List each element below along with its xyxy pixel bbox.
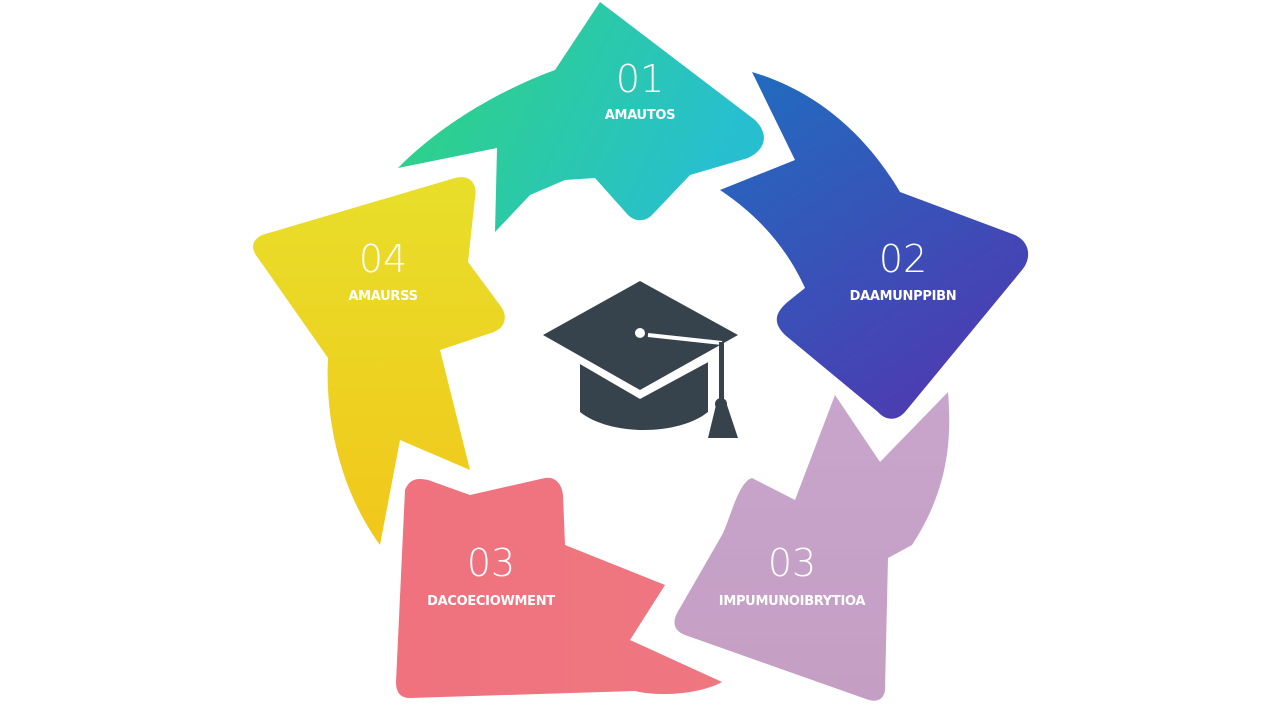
step-2-number: 02 — [879, 237, 927, 281]
step-5-number: 04 — [359, 237, 407, 281]
step-1-shape: 01 AMAUTOS — [398, 2, 764, 232]
step-5-shape: 04 AMAURSS — [253, 177, 505, 545]
step-2-shape: 02 DAAMUNPPIBN — [720, 72, 1029, 419]
step-4-label: DACOECIOWMENT — [427, 594, 555, 609]
step-1-label: AMAUTOS — [605, 108, 675, 123]
step-1-number: 01 — [616, 57, 664, 101]
step-2-label: DAAMUNPPIBN — [850, 289, 957, 304]
step-3-shape: 03 IMPUMUNOIBRYTIOA — [674, 392, 950, 701]
step-3-label: IMPUMUNOIBRYTIOA — [719, 594, 866, 609]
step-5-label: AMAURSS — [348, 289, 417, 304]
step-4-shape: 03 DACOECIOWMENT — [396, 477, 722, 698]
graduation-cap-icon — [543, 281, 738, 438]
step-3-number: 03 — [768, 541, 816, 585]
step-4-number: 03 — [467, 541, 515, 585]
